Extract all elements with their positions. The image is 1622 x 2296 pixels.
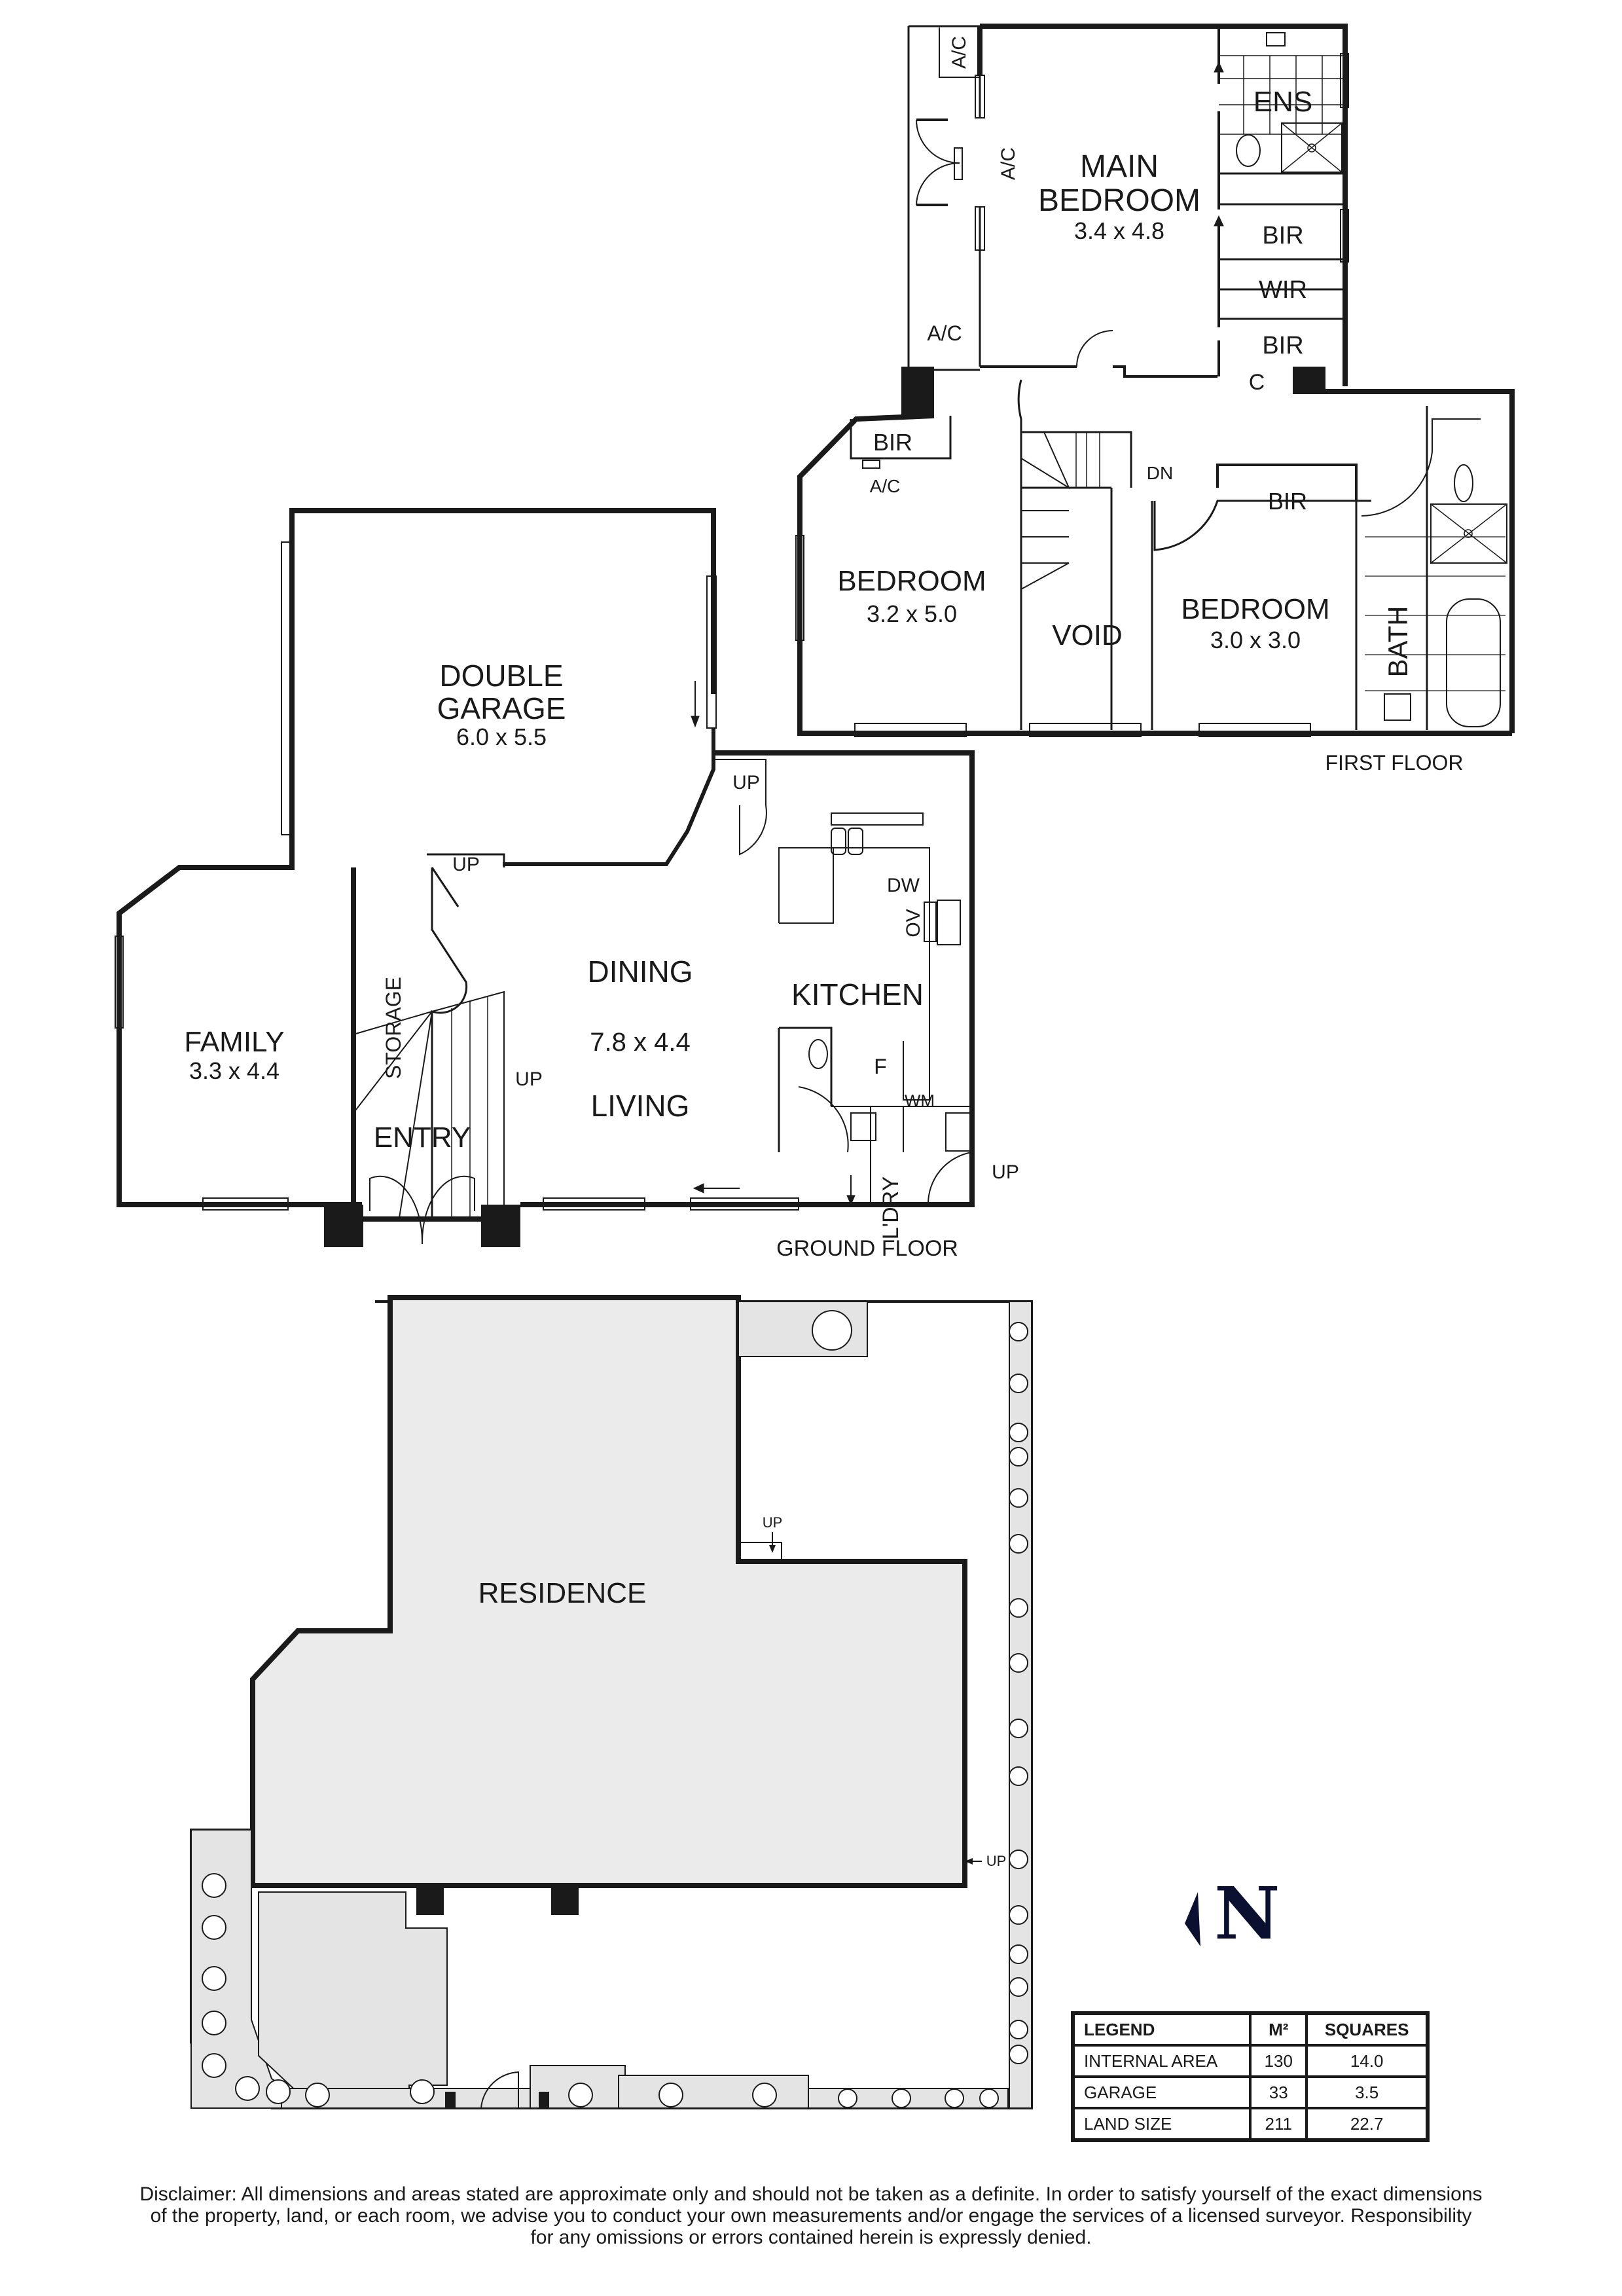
up-label: UP (515, 1068, 543, 1090)
main-bedroom-label-2: BEDROOM (1038, 183, 1200, 218)
bedroom-label: BEDROOM (1181, 593, 1329, 625)
residence-label: RESIDENCE (478, 1577, 647, 1609)
garage-label-2: GARAGE (437, 691, 566, 725)
living-label: LIVING (591, 1089, 690, 1123)
bir-label: BIR (1262, 222, 1303, 249)
dishwasher-label: DW (887, 875, 920, 896)
bedroom-label: BEDROOM (837, 565, 986, 597)
wir-label: WIR (1259, 276, 1307, 304)
ac-label: A/C (998, 147, 1019, 180)
row-m2: 33 (1249, 2075, 1308, 2109)
legend-header-row: LEGEND M² SQUARES (1071, 2012, 1429, 2047)
up-label: UP (992, 1161, 1019, 1183)
north-arrow-icon (1185, 1892, 1200, 1946)
site-plan (190, 1295, 1033, 2109)
kitchen-label: KITCHEN (791, 977, 924, 1011)
ensuite-label: ENS (1253, 86, 1312, 118)
bir-label: BIR (873, 429, 912, 456)
row-label: GARAGE (1071, 2075, 1252, 2109)
ground-floor-title: GROUND FLOOR (776, 1236, 958, 1261)
m2-header: M² (1249, 2012, 1308, 2047)
bedroom-size: 3.2 x 5.0 (867, 600, 957, 627)
table-row: GARAGE 33 3.5 (1071, 2075, 1429, 2109)
dining-living-size: 7.8 x 4.4 (590, 1028, 690, 1057)
closet-label: C (1249, 370, 1265, 395)
row-m2: 211 (1249, 2107, 1308, 2141)
up-label: UP (732, 772, 760, 793)
bath-label: BATH (1382, 606, 1413, 678)
family-label: FAMILY (184, 1026, 284, 1058)
bir-label: BIR (1268, 488, 1307, 515)
ground-floor-labels: DOUBLE GARAGE 6.0 x 5.5 FAMILY 3.3 x 4.4… (184, 659, 1018, 1261)
table-row: LAND SIZE 211 22.7 (1071, 2107, 1429, 2141)
disclaimer-line: of the property, land, or each room, we … (150, 2205, 1472, 2227)
laundry-label: L'DRY (878, 1176, 903, 1240)
bedroom-size: 3.0 x 3.0 (1210, 627, 1301, 653)
up-label: UP (452, 854, 480, 875)
row-label: INTERNAL AREA (1071, 2044, 1252, 2078)
disclaimer-line: Disclaimer: All dimensions and areas sta… (139, 2183, 1483, 2205)
ac-label: A/C (870, 476, 901, 496)
family-size: 3.3 x 4.4 (189, 1057, 279, 1084)
void-label: VOID (1052, 619, 1123, 651)
site-plan-labels: RESIDENCE UP UP (478, 1514, 1007, 1869)
row-squares: 3.5 (1305, 2075, 1429, 2109)
dining-label: DINING (588, 955, 693, 989)
ground-floor-plan (115, 508, 975, 1247)
bir-label: BIR (1262, 332, 1303, 359)
legend-header: LEGEND (1071, 2012, 1252, 2047)
ac-label: A/C (927, 321, 962, 345)
north-label: N (1214, 1871, 1280, 1956)
oven-label: OV (903, 909, 924, 937)
first-floor-labels: MAIN BEDROOM 3.4 x 4.8 ENS BIR WIR BIR C… (837, 36, 1463, 774)
storage-label: STORAGE (382, 977, 405, 1079)
main-bedroom-size: 3.4 x 4.8 (1074, 217, 1164, 244)
disclaimer-line: for any omissions or errors contained he… (530, 2227, 1092, 2248)
row-squares: 22.7 (1305, 2107, 1429, 2141)
disclaimer: Disclaimer: All dimensions and areas sta… (20, 2183, 1602, 2248)
ac-label: A/C (948, 36, 970, 69)
row-m2: 130 (1249, 2044, 1308, 2078)
row-label: LAND SIZE (1071, 2107, 1252, 2141)
area-legend-table: LEGEND M² SQUARES INTERNAL AREA 130 14.0… (1071, 2011, 1430, 2142)
garage-label: DOUBLE (439, 659, 563, 693)
entry-label: ENTRY (374, 1121, 471, 1154)
fridge-label: F (874, 1055, 887, 1078)
first-floor-plan (795, 24, 1515, 737)
table-row: INTERNAL AREA 130 14.0 (1071, 2044, 1429, 2078)
down-label: DN (1147, 463, 1173, 483)
up-label: UP (986, 1853, 1007, 1869)
main-bedroom-label: MAIN (1080, 149, 1159, 184)
washing-machine-label: WM (905, 1091, 935, 1110)
garage-size: 6.0 x 5.5 (456, 723, 547, 750)
up-label: UP (763, 1514, 783, 1531)
row-squares: 14.0 (1305, 2044, 1429, 2078)
squares-header: SQUARES (1305, 2012, 1429, 2047)
first-floor-title: FIRST FLOOR (1325, 751, 1464, 774)
